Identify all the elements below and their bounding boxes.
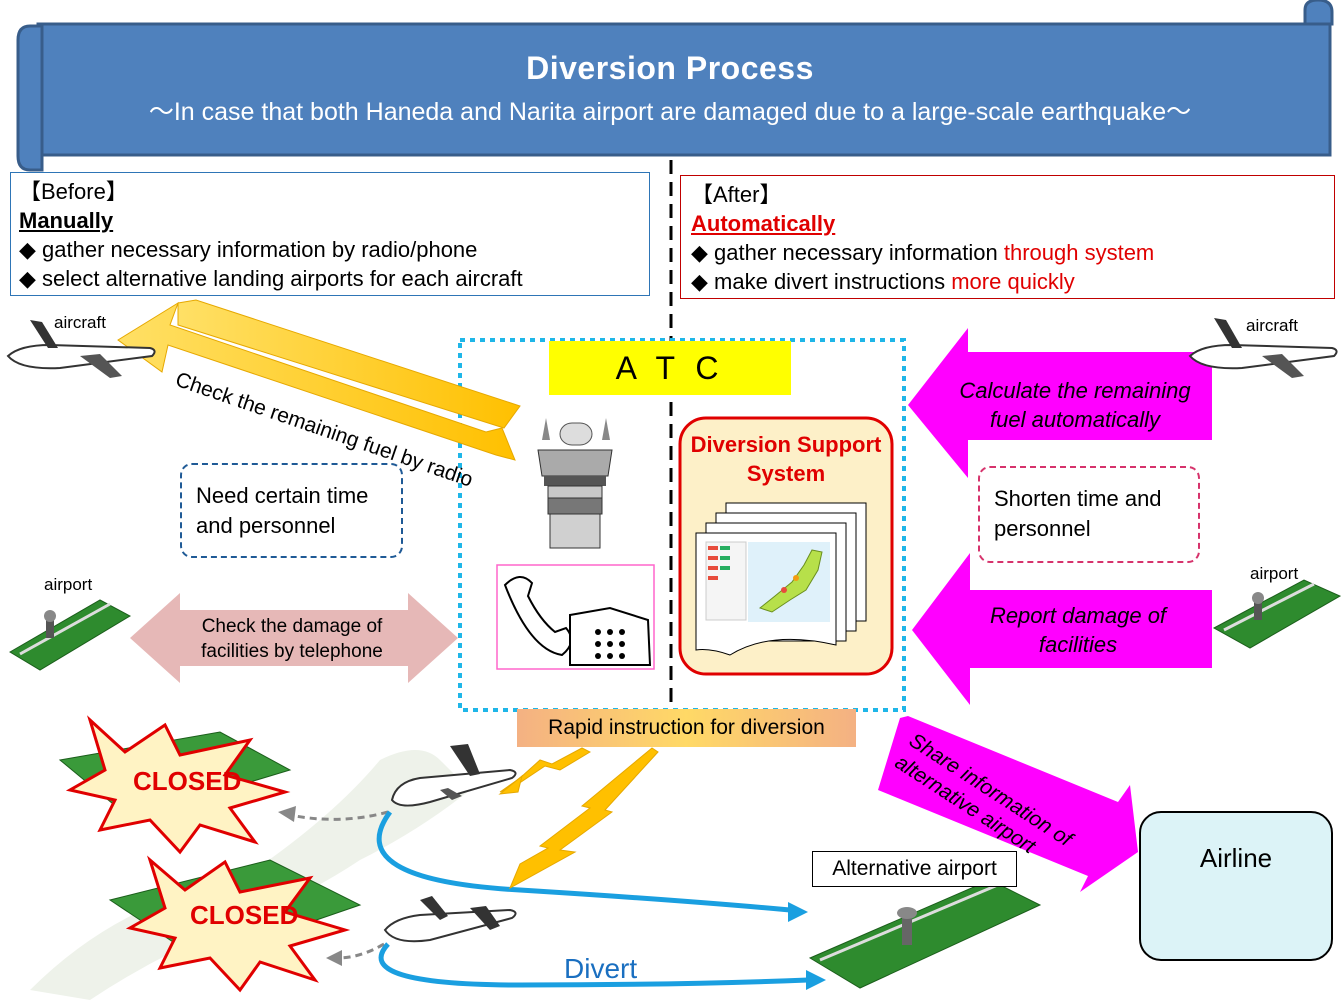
rapid-instruction-label: Rapid instruction for diversion [517, 709, 856, 747]
closed-airport-1 [58, 715, 292, 855]
before-heading: 【Before】 [19, 179, 128, 204]
divert-arrow-2 [378, 942, 809, 988]
airline-box: Airline [1139, 811, 1333, 961]
telephone-icon [496, 564, 655, 670]
calc-fuel-text: Calculate the remaining fuel automatical… [959, 378, 1191, 432]
airport-icon-right [1212, 579, 1342, 649]
aircraft-label-right: aircraft [1246, 316, 1298, 335]
before-box: 【Before】 Manually ◆ gather necessary inf… [10, 172, 650, 296]
alternative-airport-icon [808, 879, 1042, 989]
before-item-2: ◆ select alternative landing airports fo… [19, 266, 523, 291]
dss-title: Diversion Support System [690, 432, 882, 486]
atc-label: A T C [549, 341, 791, 395]
airport-label-left: airport [44, 575, 93, 594]
aircraft-icon-divert-2 [383, 896, 517, 943]
telephone-double-arrow [130, 593, 458, 683]
page-subtitle: ～In case that both Haneda and Narita air… [148, 98, 1192, 126]
after-item-2: ◆ make divert instructions more quickly [691, 269, 1075, 294]
after-heading: 【After】 [691, 182, 782, 207]
closed-label-1: CLOSED [133, 766, 242, 796]
airport-icon-left [9, 599, 132, 671]
closed-label-2: CLOSED [190, 900, 299, 930]
screen-stack-icon [695, 502, 867, 656]
check-damage-text: Check the damage of facilities by teleph… [201, 616, 383, 662]
alternative-airport-label: Alternative airport [812, 851, 1017, 887]
before-item-1: ◆ gather necessary information by radio/… [19, 237, 478, 262]
after-box: 【After】 Automatically ◆ gather necessary… [680, 175, 1335, 299]
airport-label-right: airport [1250, 564, 1299, 583]
atc-box [458, 338, 906, 712]
closed-arrow-1 [289, 810, 389, 821]
share-info-arrow [878, 716, 1138, 892]
scroll-banner [16, 0, 1334, 172]
calc-fuel-arrow [908, 328, 1212, 478]
radio-fuel-arrow [117, 299, 521, 461]
after-mode: Automatically [691, 211, 836, 236]
after-item-1: ◆ gather necessary information through s… [691, 240, 1155, 265]
aircraft-icon-divert-1 [390, 744, 517, 807]
closed-arrow-2 [337, 942, 385, 960]
shorten-note: Shorten time and personnel [978, 466, 1200, 563]
instruction-lightning [498, 747, 659, 890]
aircraft-icon-right [1188, 318, 1338, 378]
before-mode: Manually [19, 208, 114, 233]
control-tower-icon [537, 418, 613, 549]
page-title: Diversion Process [526, 50, 814, 86]
report-damage-text: Report damage of facilities [989, 603, 1167, 657]
divert-arrow-1 [376, 810, 791, 913]
closed-airport-2 [108, 855, 362, 993]
report-damage-arrow [912, 553, 1212, 705]
aircraft-label-left: aircraft [54, 313, 106, 332]
divert-label: Divert [564, 953, 638, 984]
aircraft-icon-left [6, 320, 156, 378]
airline-label: Airline [1199, 843, 1273, 873]
need-time-note: Need certain time and personnel [180, 463, 403, 558]
